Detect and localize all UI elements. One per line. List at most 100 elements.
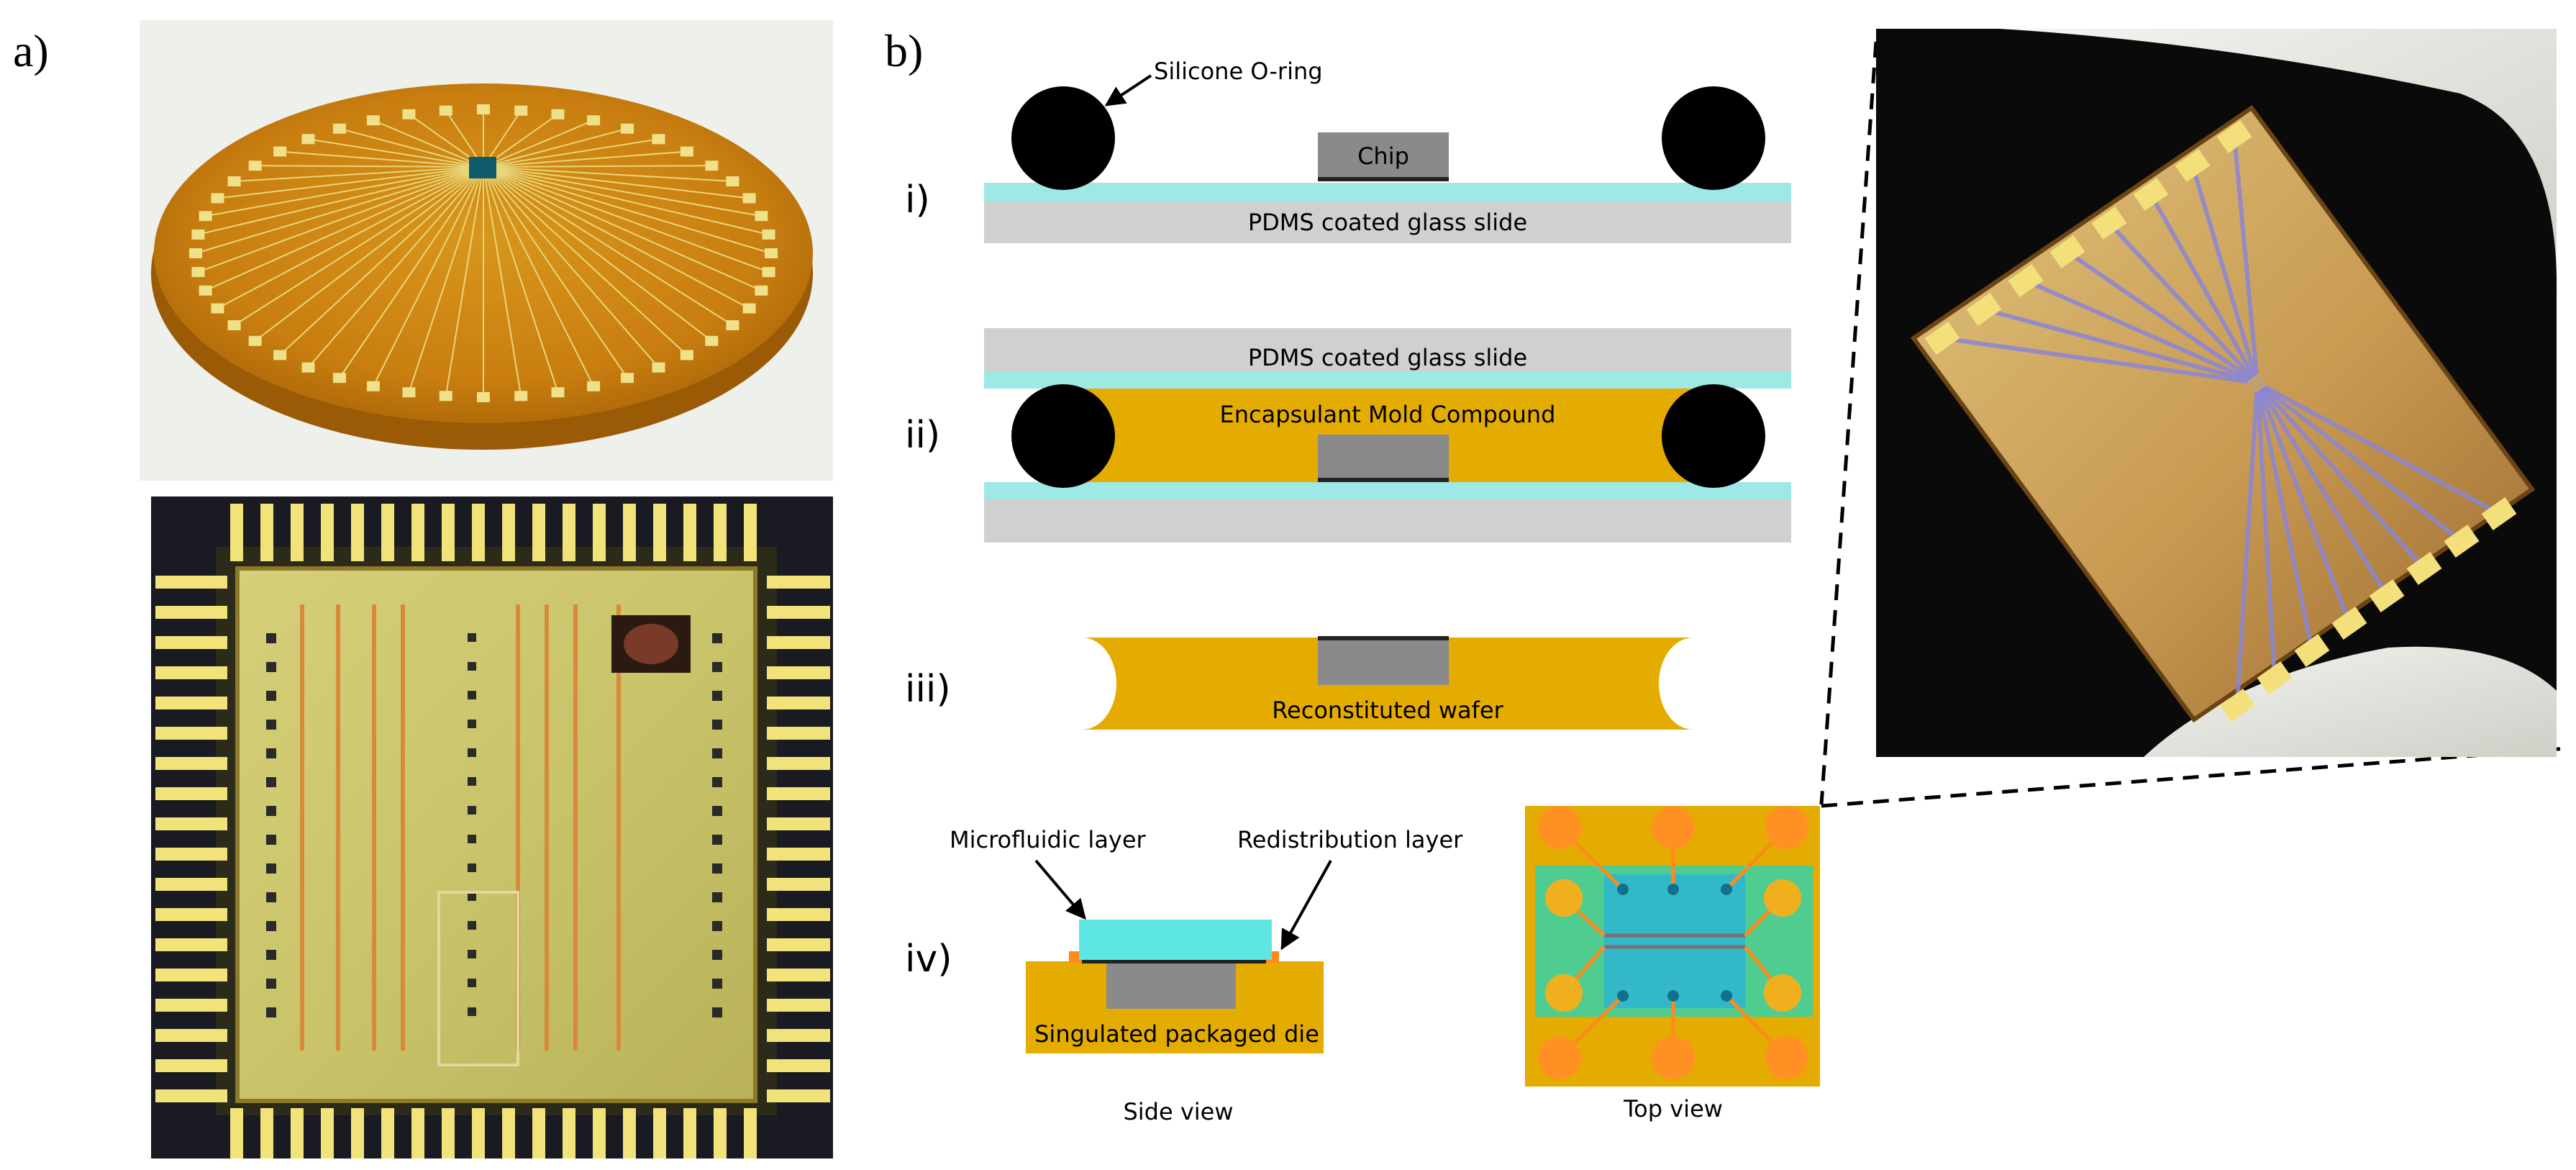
bond-pad-fingers xyxy=(155,504,830,1158)
disc-pad xyxy=(551,109,565,119)
disc-pad xyxy=(301,362,315,373)
top-glass-slide-ii xyxy=(984,328,1791,371)
fluidic-port xyxy=(1617,884,1629,895)
fluidic-port xyxy=(1721,884,1732,895)
disc-pad xyxy=(366,381,380,391)
disc-pad xyxy=(366,115,380,126)
pdms-layer-i xyxy=(984,183,1791,201)
microfluidic-layer-label: Microfluidic layer xyxy=(950,826,1147,853)
redistribution-layer-label: Redistribution layer xyxy=(1237,826,1463,853)
encapsulant-label: Encapsulant Mold Compound xyxy=(1220,401,1556,428)
disc-pad xyxy=(199,285,212,296)
top-view-pad xyxy=(1652,1036,1695,1079)
chip-label: Chip xyxy=(1357,142,1409,170)
fluidic-port xyxy=(1721,990,1732,1002)
pdms-slide-label-i: PDMS coated glass slide xyxy=(1248,209,1527,236)
top-view-inner-pad xyxy=(1545,974,1583,1012)
disc-pad xyxy=(273,350,287,360)
panel-b-label: b) xyxy=(885,25,923,76)
step-iv-diagram: iv) Singulated packaged die Microfluidic… xyxy=(905,806,1820,1125)
disc-pad xyxy=(301,134,315,145)
disc-pad xyxy=(587,115,601,126)
disc-pad xyxy=(742,193,756,204)
disc-pad xyxy=(402,387,416,398)
disc-pad xyxy=(680,146,693,157)
top-view-pad xyxy=(1765,1036,1808,1079)
disc-pad xyxy=(726,176,739,186)
disc-pad xyxy=(652,362,665,373)
photo-packaged-disc xyxy=(140,20,833,481)
disc-pad xyxy=(439,391,452,402)
disc-pad xyxy=(621,373,634,384)
disc-pad xyxy=(477,104,490,114)
disc-pad xyxy=(652,134,665,145)
chip-iv xyxy=(1106,961,1236,1009)
step-i-label: i) xyxy=(905,178,930,222)
disc-pad xyxy=(477,392,490,402)
photo-die-micrograph xyxy=(151,496,833,1158)
reconstituted-wafer-label: Reconstituted wafer xyxy=(1272,697,1503,724)
zoom-callout-lines xyxy=(1819,41,2567,808)
disc-pad xyxy=(705,160,719,171)
disc-pad xyxy=(755,211,768,222)
disc-pad xyxy=(211,303,224,314)
disc-pad xyxy=(248,335,262,346)
disc-pad xyxy=(514,105,528,116)
oring-callout-arrow xyxy=(1104,74,1152,106)
bottom-pdms-layer-ii xyxy=(984,482,1791,499)
disc-pad xyxy=(742,303,756,314)
chip-ii xyxy=(1318,435,1449,479)
oring-right-i xyxy=(1662,86,1765,190)
disc-pad xyxy=(402,109,416,119)
top-view-pad xyxy=(1652,806,1695,849)
silicone-oring-label: Silicone O-ring xyxy=(1154,58,1323,85)
singulated-die-label: Singulated packaged die xyxy=(1034,1020,1319,1048)
disc-pad xyxy=(551,387,565,398)
top-view-inner-pad xyxy=(1764,879,1801,917)
side-view-label: Side view xyxy=(1123,1098,1233,1125)
chip-iii xyxy=(1318,638,1449,685)
disc-pad xyxy=(248,160,262,171)
disc-pad xyxy=(199,211,212,222)
disc-pad xyxy=(333,373,346,384)
disc-pad xyxy=(680,350,693,360)
disc-pad xyxy=(726,320,739,330)
fluidic-port xyxy=(1617,990,1629,1002)
disc-pad xyxy=(227,320,241,330)
disc-pad xyxy=(189,248,202,258)
disc-pad xyxy=(273,146,287,157)
panel-a-label: a) xyxy=(13,25,49,76)
redistribution-arrow xyxy=(1280,860,1332,951)
microfluidic-layer-block xyxy=(1079,920,1272,960)
photo-chip-in-glove xyxy=(1876,29,2557,757)
disc-pad xyxy=(191,229,205,240)
disc-pad xyxy=(765,248,778,258)
oring-left-ii xyxy=(1011,384,1115,488)
top-view-pad xyxy=(1538,1036,1581,1079)
bottom-glass-slide-ii xyxy=(984,499,1791,543)
fluidic-port xyxy=(1667,884,1679,895)
top-view-inner-pad xyxy=(1545,879,1583,917)
disc-chip xyxy=(469,157,496,178)
disc-pad xyxy=(621,123,634,134)
step-ii-label: ii) xyxy=(905,414,940,457)
step-iii-label: iii) xyxy=(905,668,951,711)
microfluidic-arrow xyxy=(1034,859,1086,920)
disc-pad xyxy=(227,176,241,186)
disc-electrode-traces xyxy=(189,104,778,402)
oring-right-ii xyxy=(1662,384,1765,488)
top-view-label: Top view xyxy=(1623,1095,1723,1123)
disc-pad xyxy=(587,381,601,391)
top-view-pad xyxy=(1538,806,1581,849)
redistribution-left xyxy=(1069,951,1082,963)
top-pdms-layer-ii xyxy=(984,371,1791,389)
disc-pad xyxy=(762,229,775,240)
disc-pad xyxy=(514,391,528,402)
step-i-diagram: i) PDMS coated glass slide Chip Silicone… xyxy=(905,58,1791,243)
oring-left-i xyxy=(1011,86,1115,190)
disc-pad xyxy=(211,193,224,204)
top-view-inner-pad xyxy=(1764,974,1801,1012)
pdms-slide-label-ii: PDMS coated glass slide xyxy=(1248,344,1527,371)
die-circuitry xyxy=(266,604,722,1066)
